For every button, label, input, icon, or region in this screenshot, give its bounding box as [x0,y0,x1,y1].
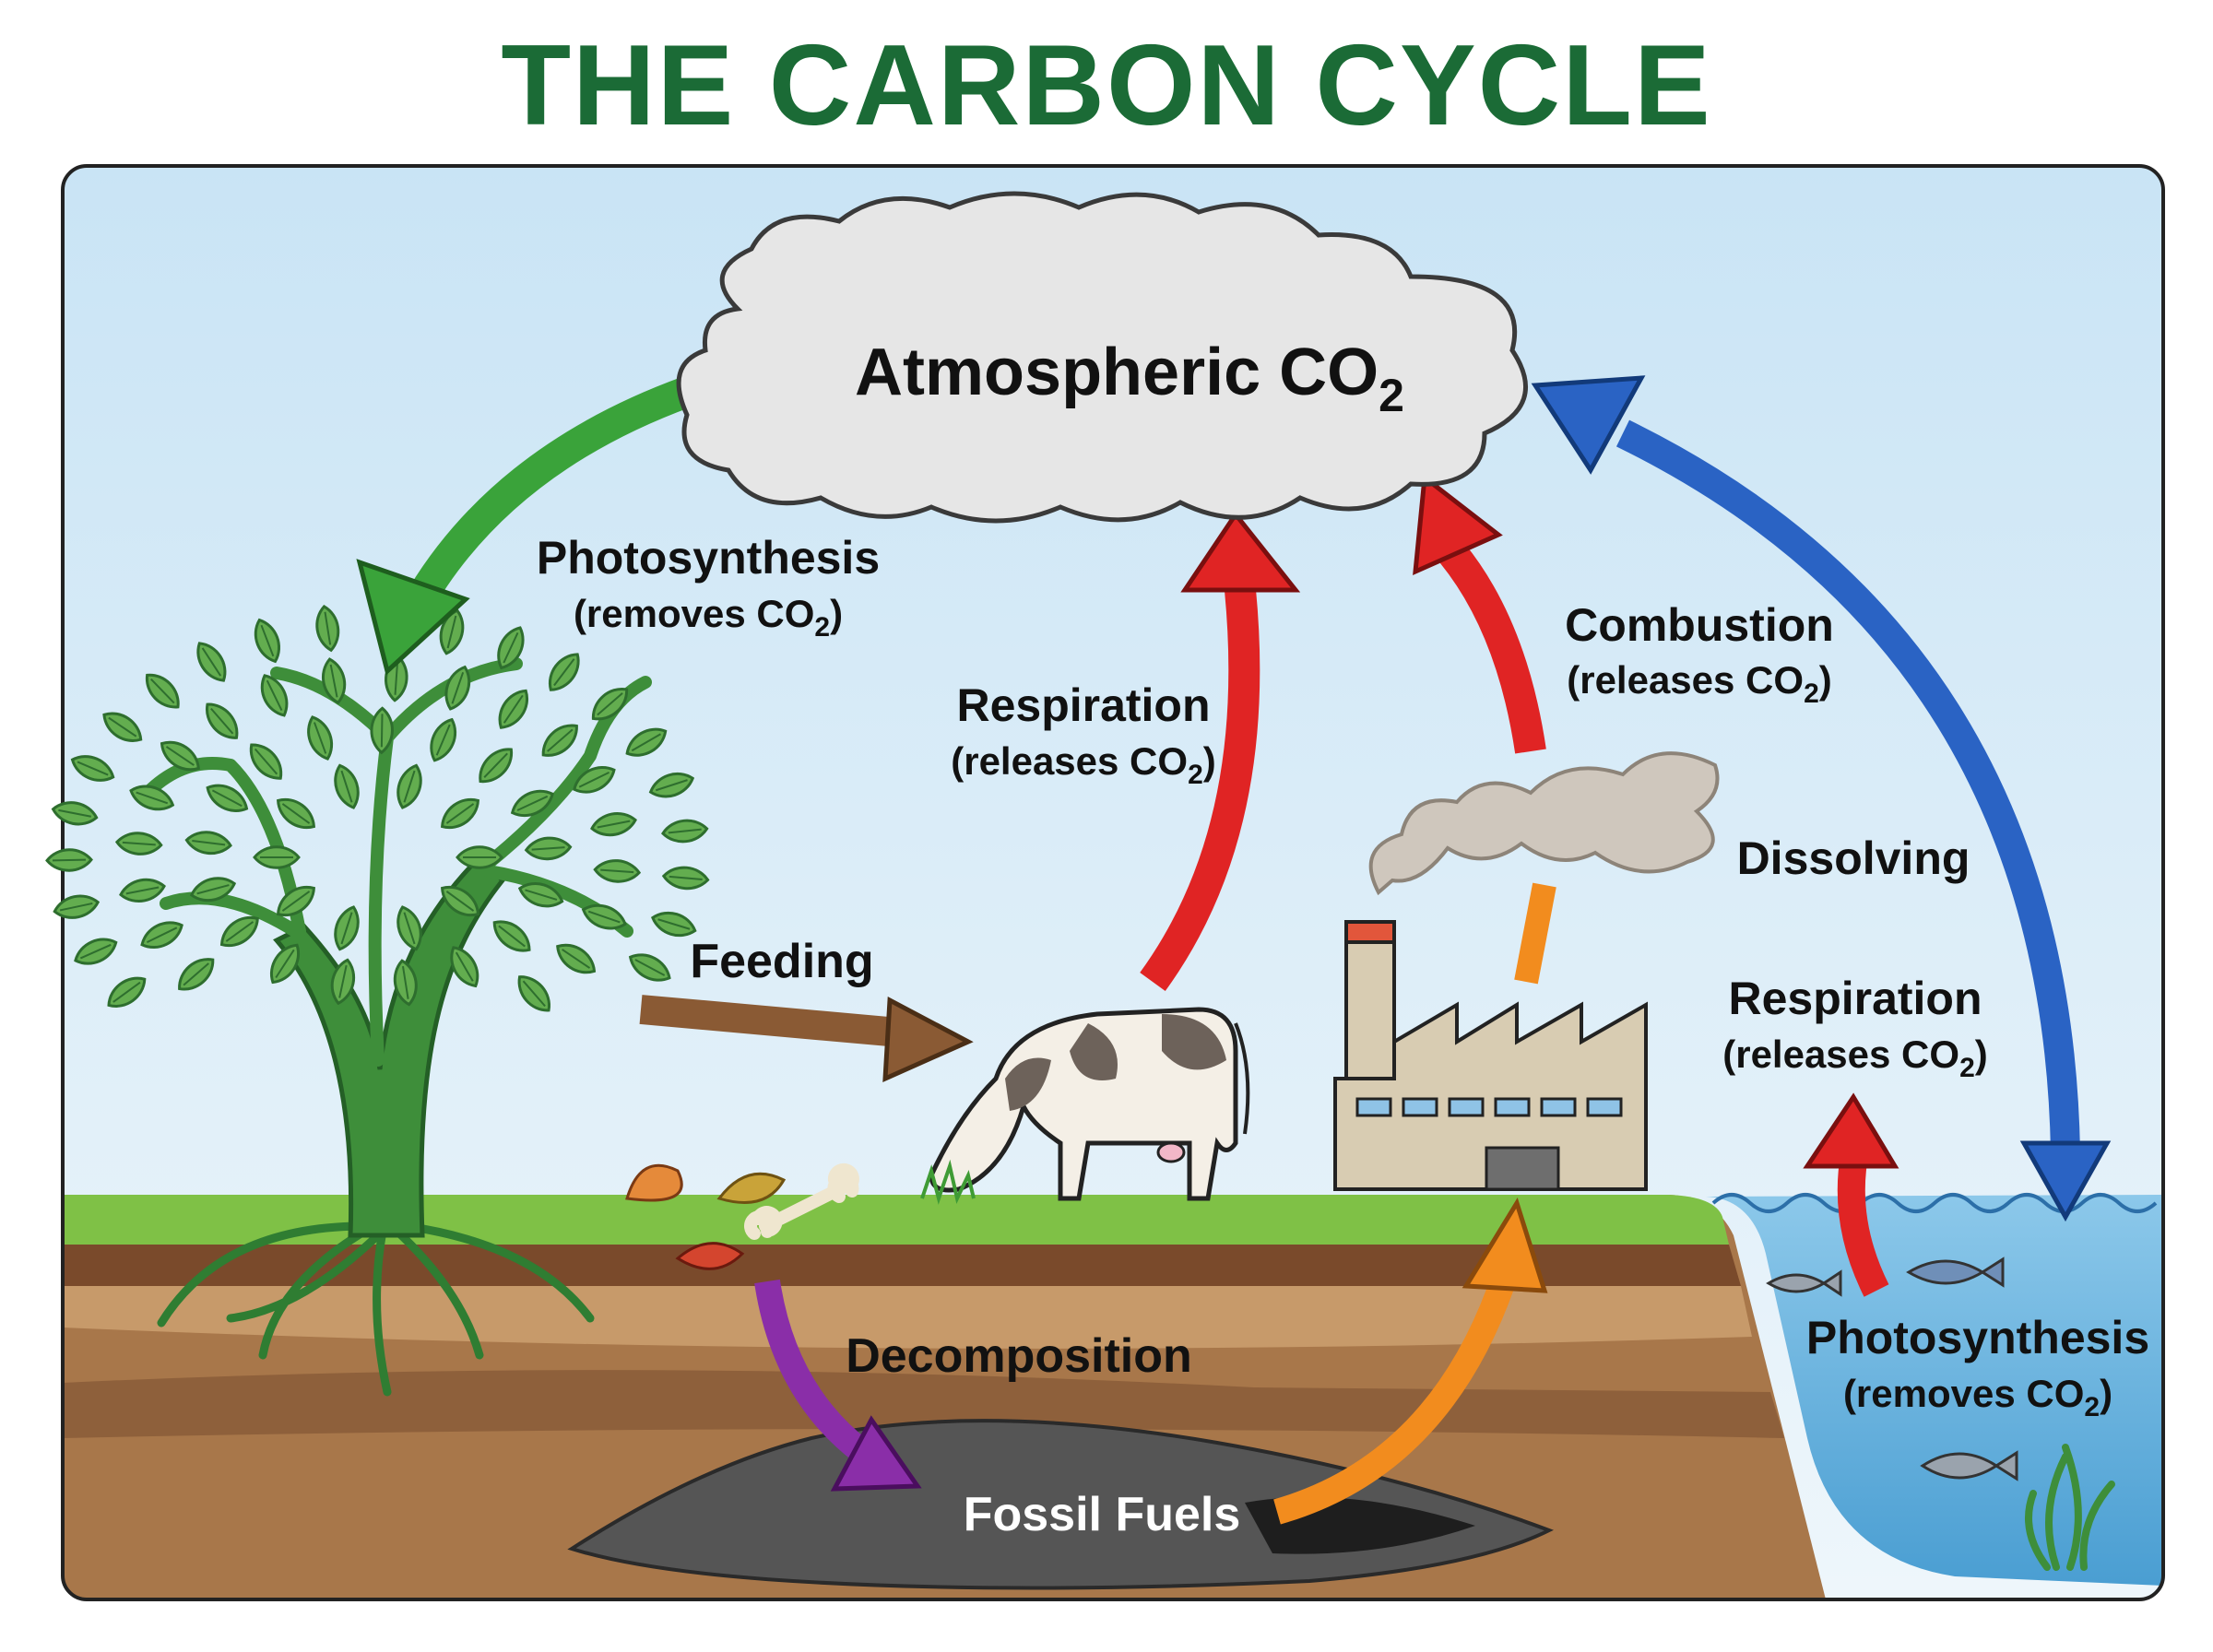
fossil-extraction-arrowhead [1462,1198,1548,1293]
respiration-animal-detail: (releases CO2) [951,739,1216,790]
leaf-shape [456,845,503,869]
atmosphere-cloud [676,191,1528,524]
photosynthesis-arrowhead [356,559,470,676]
photosynthesis-ocean-label: Photosynthesis [1806,1312,2149,1363]
fish [1920,1450,2018,1481]
factory [1333,751,1720,1191]
atmosphere-label-text: Atmospheric CO [855,336,1379,409]
respiration-ocean-detail: (releases CO2) [1722,1032,1988,1083]
seaweed [2025,1444,2115,1571]
grass-tuft [920,1159,976,1205]
respiration-ocean-label: Respiration [1728,973,1982,1024]
feeding-arrow-shaft [639,995,901,1047]
dissolving-arrow-shaft [1615,419,2080,1153]
respiration-animal-arrowhead [1180,510,1301,593]
ocean-waves [1711,1193,2158,1213]
combustion-smoke-arrow [1514,882,1556,985]
fish [1766,1269,1842,1297]
cow-udder [1156,1141,1186,1163]
diagram-title: THE CARBON CYCLE [501,22,1712,149]
factory-windows [1355,1097,1623,1117]
fallen-leaf [625,1163,683,1202]
combustion-arrowhead [1413,473,1503,576]
photosynthesis-arrow-shaft [401,377,692,617]
respiration-ocean-arrowhead [1803,1092,1899,1169]
photosynthesis-ocean-detail: (removes CO2) [1843,1372,2112,1422]
photosynthesis-land-detail: (removes CO2) [574,592,843,643]
cow-tail [1234,1022,1250,1135]
ground-band [63,1286,1752,1349]
factory-building [1333,1001,1648,1191]
organic-litter [625,1162,859,1270]
photosynthesis-land-label: Photosynthesis [537,532,880,584]
combustion-label: Combustion [1565,599,1834,651]
feeding-label: Feeding [690,935,873,988]
combustion-detail: (releases CO2) [1567,658,1832,709]
ground-stratum [63,1370,1784,1438]
cow-spot [1162,1014,1226,1070]
decomposition-label: Decomposition [846,1329,1192,1383]
ocean-life [1766,1257,2115,1571]
ground-grass [63,1195,1729,1245]
respiration-animal-arrow-shaft [1140,588,1260,991]
bone [744,1162,859,1240]
fallen-leaf [675,1242,745,1270]
decomposition-arrowhead [830,1415,922,1492]
factory-door [1485,1146,1560,1191]
fish [1906,1257,2005,1288]
leaf-shape [253,845,301,869]
chimney-band [1344,920,1396,944]
feeding-arrowhead [882,996,974,1082]
factory-chimney [1344,929,1396,1080]
respiration-animal-label: Respiration [956,679,1210,731]
cow-spot [1005,1057,1051,1111]
atmosphere-label: Atmospheric CO2 [855,336,1404,421]
dissolving-label: Dissolving [1737,832,1970,884]
tree [45,601,711,1397]
cow-spot [1070,1023,1118,1080]
ground-topsoil [63,1245,1741,1286]
fallen-leaf [716,1172,787,1204]
dissolving-arrowhead-up [1531,375,1646,475]
dissolving-arrowhead-down [2019,1140,2112,1222]
fossil-extraction-arrow-shaft [1273,1277,1516,1525]
combustion-arrow-shaft [1439,543,1546,754]
fossil-fuels-label: Fossil Fuels [964,1488,1241,1541]
respiration-ocean-arrow-shaft [1837,1159,1889,1297]
smoke-plume [1368,751,1720,896]
tree-roots [157,1221,595,1397]
atmosphere-label-subscript: 2 [1379,370,1404,421]
decomposition-arrow-shaft [754,1279,870,1463]
ocean [1706,1195,2163,1586]
diagram-frame [61,164,2165,1601]
